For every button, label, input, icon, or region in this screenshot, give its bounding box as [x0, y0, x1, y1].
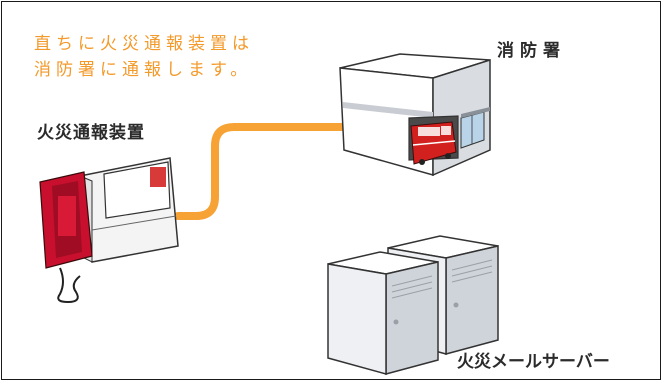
alarm-device-label: 火災通報装置: [37, 123, 145, 143]
mail-server-label: 火災メールサーバー: [457, 352, 610, 372]
fire-alarm-device: [79, 157, 179, 263]
mail-server: [327, 235, 499, 375]
telephone-handset: [39, 171, 93, 304]
fire-station-building: [339, 53, 491, 177]
caption-line-1: 直ちに火災通報装置は: [34, 34, 254, 54]
fire-truck: [410, 121, 457, 165]
caption-text: 直ちに火災通報装置は 消防署に通報します。: [34, 31, 254, 83]
caption-line-2: 消防署に通報します。: [34, 60, 253, 80]
connection-cable: [174, 123, 350, 220]
fire-station-label: 消防署: [497, 41, 566, 61]
alarm-red-panel: [150, 167, 166, 187]
